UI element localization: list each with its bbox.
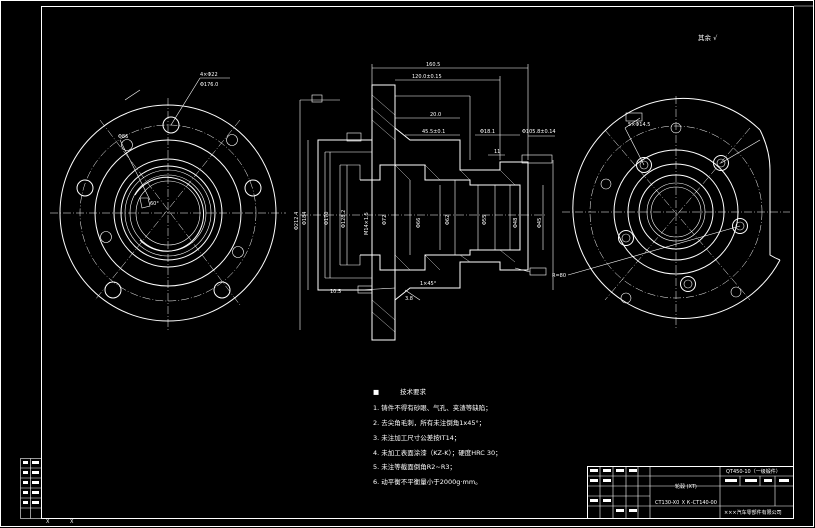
dim-bore-5: Φ55	[482, 215, 488, 225]
dim-bearing-b: 45.5±0.1	[422, 129, 445, 135]
dim-chamfer: 1×45°	[420, 281, 437, 287]
dim-flange-1: Φ212.4	[294, 212, 300, 230]
tech-item: 2. 去尖角毛刺，所有未注倒角1x45°；	[373, 418, 485, 427]
svg-text:X: X	[46, 519, 50, 525]
dim-bore-2: Φ72	[382, 215, 388, 225]
dim-pcd-left: 4×Φ22	[200, 72, 218, 78]
dim-bore-3: Φ66	[416, 218, 422, 228]
left-bolt-holes	[76, 116, 262, 299]
dim-flange-2: Φ184	[302, 212, 308, 225]
dim-thread: M14×1.5	[364, 212, 370, 235]
dim-bore-4: Φ62	[445, 215, 451, 225]
dim-r-right: R=80	[552, 273, 566, 279]
tech-item: 5. 未注等截面倒角R2~R3；	[373, 462, 456, 471]
technical-requirements: ■ 技术要求 1. 铸件不得有砂眼、气孔、夹渣等缺陷； 2. 去尖角毛刺，所有未…	[373, 387, 502, 486]
dim-bore-7: Φ45	[537, 218, 543, 228]
right-bolt-holes	[600, 122, 748, 304]
right-end-view: 5×Φ14.5 R=80	[552, 96, 790, 330]
tech-title: 技术要求	[400, 387, 427, 396]
dim-bottom-1: 10.5	[330, 289, 341, 295]
left-end-view: 4×Φ22 Φ176.0 Φ86 60°	[50, 72, 286, 330]
left-filing-column: X X	[20, 458, 74, 525]
dim-span-a: 120.0±0.15	[412, 74, 442, 80]
dim-hub-1: Φ170	[324, 212, 330, 225]
dim-overall-length: 160.5	[426, 62, 440, 68]
tech-item: 6. 动平衡不平衡量小于2000g·mm。	[373, 477, 482, 486]
drawing-no: CT130-X0 ＸＫ-CT140-00	[655, 500, 717, 506]
company-name: ×××汽车零部件有限公司	[724, 509, 782, 516]
dim-bore-c: Φ18.1	[480, 129, 495, 135]
dim-hub-2: Φ128.2	[341, 210, 347, 228]
tech-item: 1. 铸件不得有砂眼、气孔、夹渣等缺陷；	[373, 403, 492, 412]
dim-pcd-left-2: Φ176.0	[200, 82, 218, 88]
dim-small-1: 20.0	[430, 112, 441, 118]
section-hatching	[371, 94, 516, 333]
dim-small-2: 11	[494, 149, 500, 155]
tech-item: 3. 未注加工尺寸公差按IT14；	[373, 433, 460, 442]
dim-bore-left: Φ86	[118, 134, 128, 140]
svg-text:其余 √: 其余 √	[698, 33, 718, 42]
dim-bolt-right: 5×Φ14.5	[628, 122, 650, 128]
tech-item: 4. 未加工表面涂漆（KZ-K）；硬度HRC 30；	[373, 448, 502, 457]
section-dims-vertical: Φ212.4 Φ184 Φ170 Φ128.2 Φ72 Φ66 Φ62 Φ55 …	[294, 100, 554, 330]
surface-roughness-mark: 其余 √	[698, 33, 718, 42]
svg-text:X: X	[70, 519, 74, 525]
title-block: QT450-10（一级锻件） 轮毂 (XT) CT130-X0 ＸＫ-CT140…	[587, 466, 794, 519]
dim-bottom-2: 3.8	[405, 296, 413, 302]
dim-bore-6: Φ48	[513, 218, 519, 228]
dim-bearing-a: Φ105.8±0.14	[522, 129, 556, 135]
section-dims-bottom: 10.5 3.8 1×45°	[330, 267, 547, 302]
title-top-right: QT450-10（一级锻件）	[726, 468, 781, 475]
tech-marker: ■	[373, 388, 379, 396]
dim-angle: 60°	[150, 201, 159, 207]
section-dims-top: 160.5 120.0±0.15 20.0 45.5±0.1 Φ18.1 11 …	[300, 62, 556, 164]
part-name: 轮毂 (XT)	[675, 483, 697, 490]
section-view: 160.5 120.0±0.15 20.0 45.5±0.1 Φ18.1 11 …	[294, 62, 556, 341]
